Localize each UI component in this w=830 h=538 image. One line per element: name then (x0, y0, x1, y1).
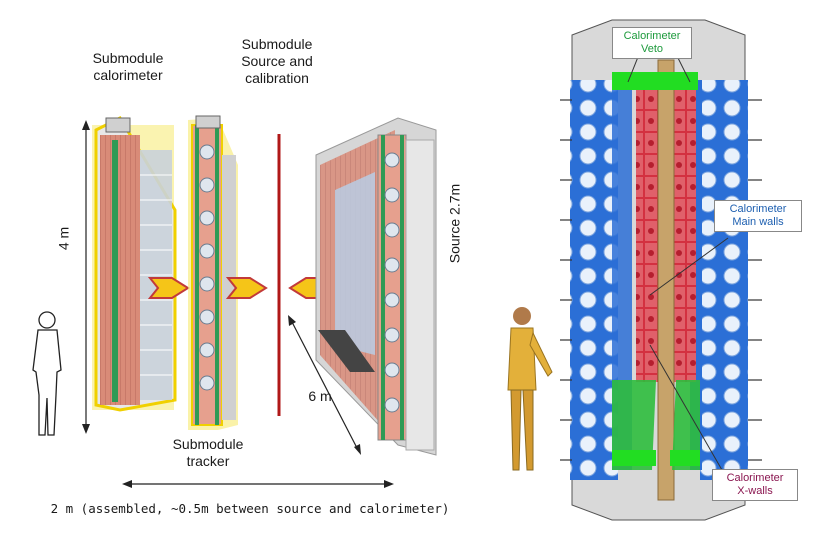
module-pmts (384, 152, 400, 413)
calo-blocks (636, 82, 696, 382)
callout-main-walls: Calorimeter Main walls (714, 200, 802, 232)
calorimeter-blocks (140, 150, 172, 400)
tracker-submodule (188, 115, 238, 430)
label-bottom-note: 2 m (assembled, ~0.5m between source and… (50, 501, 450, 516)
label-submodule-calorimeter: Submodule calorimeter (92, 50, 164, 83)
x-walls (612, 380, 700, 470)
arrow-1 (147, 277, 190, 299)
callout-veto: Calorimeter Veto (612, 27, 692, 59)
label-submodule-tracker: Submodule tracker (172, 436, 244, 469)
width-dimension (122, 480, 394, 488)
cable-ribs (560, 99, 762, 461)
label-height-4m: 4 m (55, 226, 72, 251)
veto-top (612, 72, 698, 90)
assembled-submodule (315, 117, 437, 456)
height-dimension (82, 120, 90, 434)
callout-x-walls: Calorimeter X-walls (712, 469, 798, 501)
detector-3d (560, 19, 762, 521)
tracker-pmts (199, 144, 215, 391)
label-submodule-source: Submodule Source and calibration (241, 36, 313, 86)
central-source (657, 59, 675, 501)
arrow-2 (225, 277, 268, 299)
person-figure-icon (507, 307, 553, 471)
callout-leaders (627, 51, 729, 471)
label-source-length: Source 2.7m (446, 183, 463, 264)
main-wall-left (570, 80, 632, 480)
label-6m: 6 m (308, 388, 332, 404)
calorimeter-submodule (92, 116, 177, 412)
length-dimension (288, 315, 361, 455)
person-silhouette-icon (32, 311, 62, 436)
